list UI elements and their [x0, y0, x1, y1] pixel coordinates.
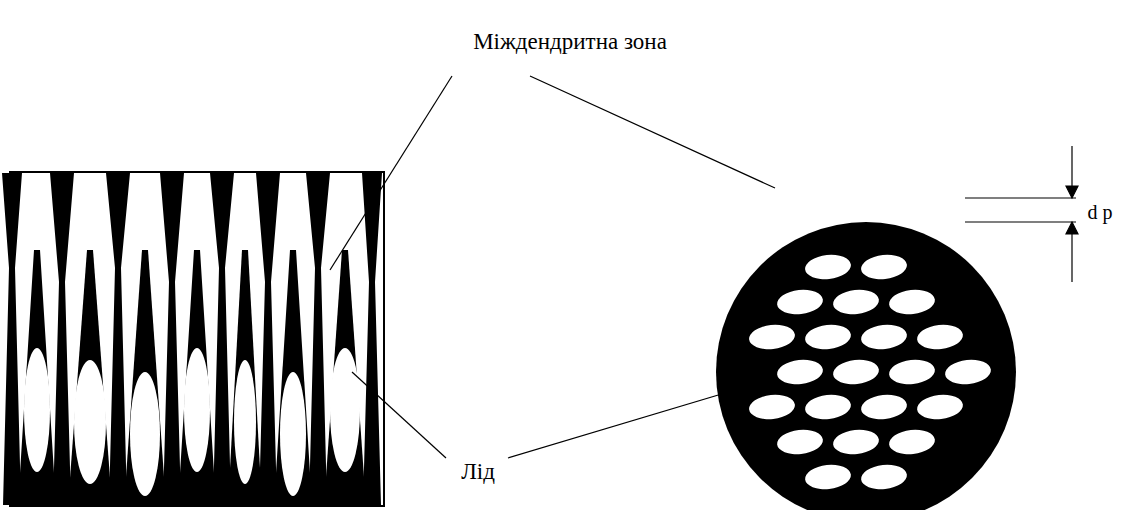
- interdendritic-web: [324, 250, 366, 505]
- interdendritic-web: [228, 250, 262, 505]
- ice-label: Лід: [461, 459, 495, 484]
- interdendritic-web: [68, 250, 112, 505]
- dendrite: [160, 173, 184, 505]
- dimension-dp: [965, 146, 1078, 282]
- ice-pores: [748, 253, 992, 492]
- dendrite: [106, 173, 130, 505]
- ice-lens: [280, 372, 306, 496]
- ice-lens: [24, 348, 50, 472]
- ice-lens: [74, 360, 106, 484]
- ice-pore: [804, 253, 852, 282]
- leader-lines: [330, 76, 775, 458]
- dendrite: [50, 173, 74, 505]
- ice-pore: [860, 393, 908, 422]
- ice-pore: [804, 393, 852, 422]
- interdendritic-web: [178, 250, 216, 505]
- ice-pore: [888, 358, 936, 387]
- ice-lens: [234, 360, 256, 484]
- ice-pore: [832, 358, 880, 387]
- ice-pore: [860, 323, 908, 352]
- ice-pore: [776, 358, 824, 387]
- zone-label: Міждендритна зона: [473, 29, 667, 54]
- ice-pore: [860, 253, 908, 282]
- ice-pore: [748, 323, 796, 352]
- interdendritic-web: [18, 250, 56, 505]
- ice-pore: [944, 358, 992, 387]
- ice-pore: [888, 428, 936, 457]
- ice-pore: [916, 393, 964, 422]
- ice-pore: [804, 463, 852, 492]
- interdendritic-web: [124, 250, 166, 505]
- dendrite-columns: [2, 173, 382, 505]
- ice-lens: [184, 348, 210, 472]
- cross-section-circle: [716, 222, 1016, 510]
- ice-pore: [860, 463, 908, 492]
- ice-lens: [330, 348, 360, 472]
- ice-pore: [804, 323, 852, 352]
- dendrite-section: [10, 172, 384, 506]
- dendrite: [306, 173, 330, 505]
- dendrite: [362, 173, 382, 505]
- ice-pore: [748, 393, 796, 422]
- dimension-label: d p: [1088, 201, 1113, 223]
- ice-pore: [776, 428, 824, 457]
- dendrite: [2, 173, 22, 505]
- ice-pore: [832, 428, 880, 457]
- ice-pore: [776, 288, 824, 317]
- ice-pore: [888, 288, 936, 317]
- dendrite: [210, 173, 234, 505]
- interdendritic-web: [274, 250, 312, 505]
- ice-pore: [916, 323, 964, 352]
- ice-pore: [832, 288, 880, 317]
- dendrite: [256, 173, 280, 505]
- ice-lens: [130, 372, 160, 496]
